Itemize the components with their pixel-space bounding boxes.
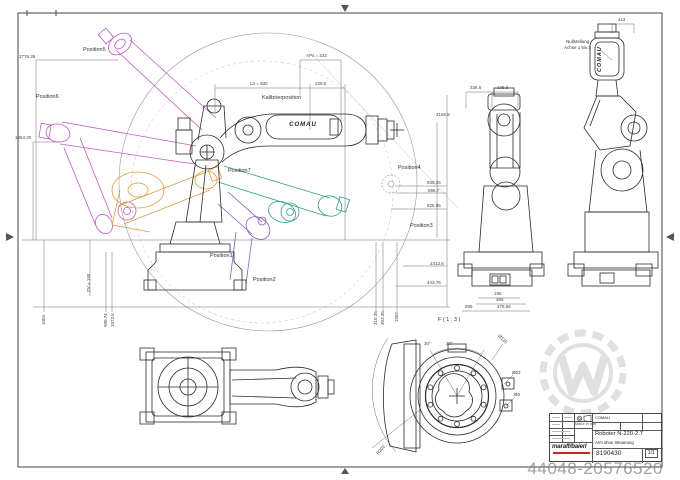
position7-label: Position7: [228, 168, 251, 174]
dim-2156-5: 2156.5: [436, 112, 450, 117]
position1-label: Position1: [210, 253, 233, 259]
detail-view-linework: [383, 339, 515, 453]
position6-label: Position6: [36, 94, 59, 100]
units-note: Maße in mm: [575, 422, 597, 426]
drawing-subtitle: Arm ohne Steuerung: [595, 440, 634, 445]
robot-views: [139, 23, 659, 453]
dim-476-56: 476.56: [497, 304, 511, 309]
nullstellung-note-line1: Nullstellung: [566, 39, 590, 44]
dim-980-74: 980.74: [103, 313, 108, 327]
dim-dia63: Ø63: [512, 370, 521, 375]
manufacturer-name: COMAU: [595, 415, 610, 420]
ghost-position5: [97, 27, 217, 131]
dim-826-95: 826.95: [427, 203, 441, 208]
dim-310-35: 310.35: [373, 311, 378, 325]
border-frame: [17, 10, 663, 468]
dim-apx: APx = 222: [306, 53, 327, 58]
dim-939-25: 939.25: [427, 180, 441, 185]
position2-label: Position2: [253, 277, 276, 283]
ghost-position7: [111, 166, 223, 233]
dim-195: 195: [494, 291, 502, 296]
dim-1062: 1062: [394, 311, 399, 322]
detail-f13-label: F ( 1 : 3 ): [438, 317, 461, 323]
dim-30deg-right: 30°: [446, 341, 453, 346]
dim-1854-25: 1854.25: [15, 135, 32, 140]
comau-arm-logo: COMAU: [289, 122, 317, 128]
top-view-linework: [139, 347, 335, 425]
centering-marks: [6, 5, 674, 474]
projection-symbol-icon: [576, 415, 592, 422]
title-block: COMAU Maße in mm Roboter N-220-2.7 Arm o…: [549, 413, 663, 463]
dim-295: 295: [465, 304, 473, 309]
ghost-position2: [217, 165, 351, 223]
dim-l3: L3 = 930: [250, 81, 268, 86]
kalibrierposition-label: Kalibrierposition: [262, 95, 302, 101]
dim-4x3: 4x3: [618, 17, 626, 22]
dim-175-6: 175.6: [497, 85, 509, 90]
dim-336-6: 336.6: [470, 85, 482, 90]
dimension-lines: [22, 23, 635, 453]
dim-dia8: Ø8: [514, 392, 521, 397]
comau-front-logo: COMAU: [597, 46, 603, 72]
centering-arrow-left: [6, 233, 14, 241]
dim-896-7: 896.7: [428, 188, 440, 193]
dim-zv-195: ZV = 195: [86, 273, 91, 292]
main-view-linework: [143, 98, 404, 291]
work-envelope-circle: [118, 32, 418, 332]
dim-365: 365: [496, 297, 504, 302]
company-logo: maraff/baierl: [552, 443, 587, 450]
dim-443-76: 443.76: [427, 280, 441, 285]
dim-30deg-left: 30°: [424, 341, 431, 346]
dim-2413-6: 2413.6: [430, 261, 444, 266]
dim-229-5: 229.5: [315, 81, 327, 86]
ghost-position1: [217, 191, 271, 285]
front-view-linework: [567, 23, 659, 287]
drawing-title: Roboter N-220-2.7: [595, 431, 644, 437]
position3-label: Position3: [410, 223, 433, 229]
dim-1004: 1004: [41, 314, 46, 325]
dim-303-35: 303.35: [380, 311, 385, 325]
centering-arrow-top: [341, 5, 349, 12]
title-block-divider: [592, 414, 593, 463]
side-view-linework: [457, 87, 545, 287]
ghost-position6: [38, 121, 197, 234]
position5-label: Position5: [83, 47, 106, 53]
watermark-logo: [539, 329, 627, 417]
sheet-box: [645, 449, 658, 458]
nullstellung-note-line2: Achse 1 bis 3: [564, 45, 592, 50]
centering-arrow-right: [666, 233, 674, 241]
dim-2776-35: 2776.35: [19, 54, 36, 59]
company-logo-red-line: [553, 452, 590, 454]
dim-1073-6: 1073.6: [110, 313, 115, 327]
construction-lines: [130, 49, 459, 324]
sheet-number: 1/1: [648, 450, 655, 456]
drawing-number: 8190430: [596, 450, 622, 457]
position4-label: Position4: [398, 165, 421, 171]
centering-arrow-bottom: [341, 468, 349, 474]
watermark-text: 44048-20576520: [527, 459, 663, 478]
